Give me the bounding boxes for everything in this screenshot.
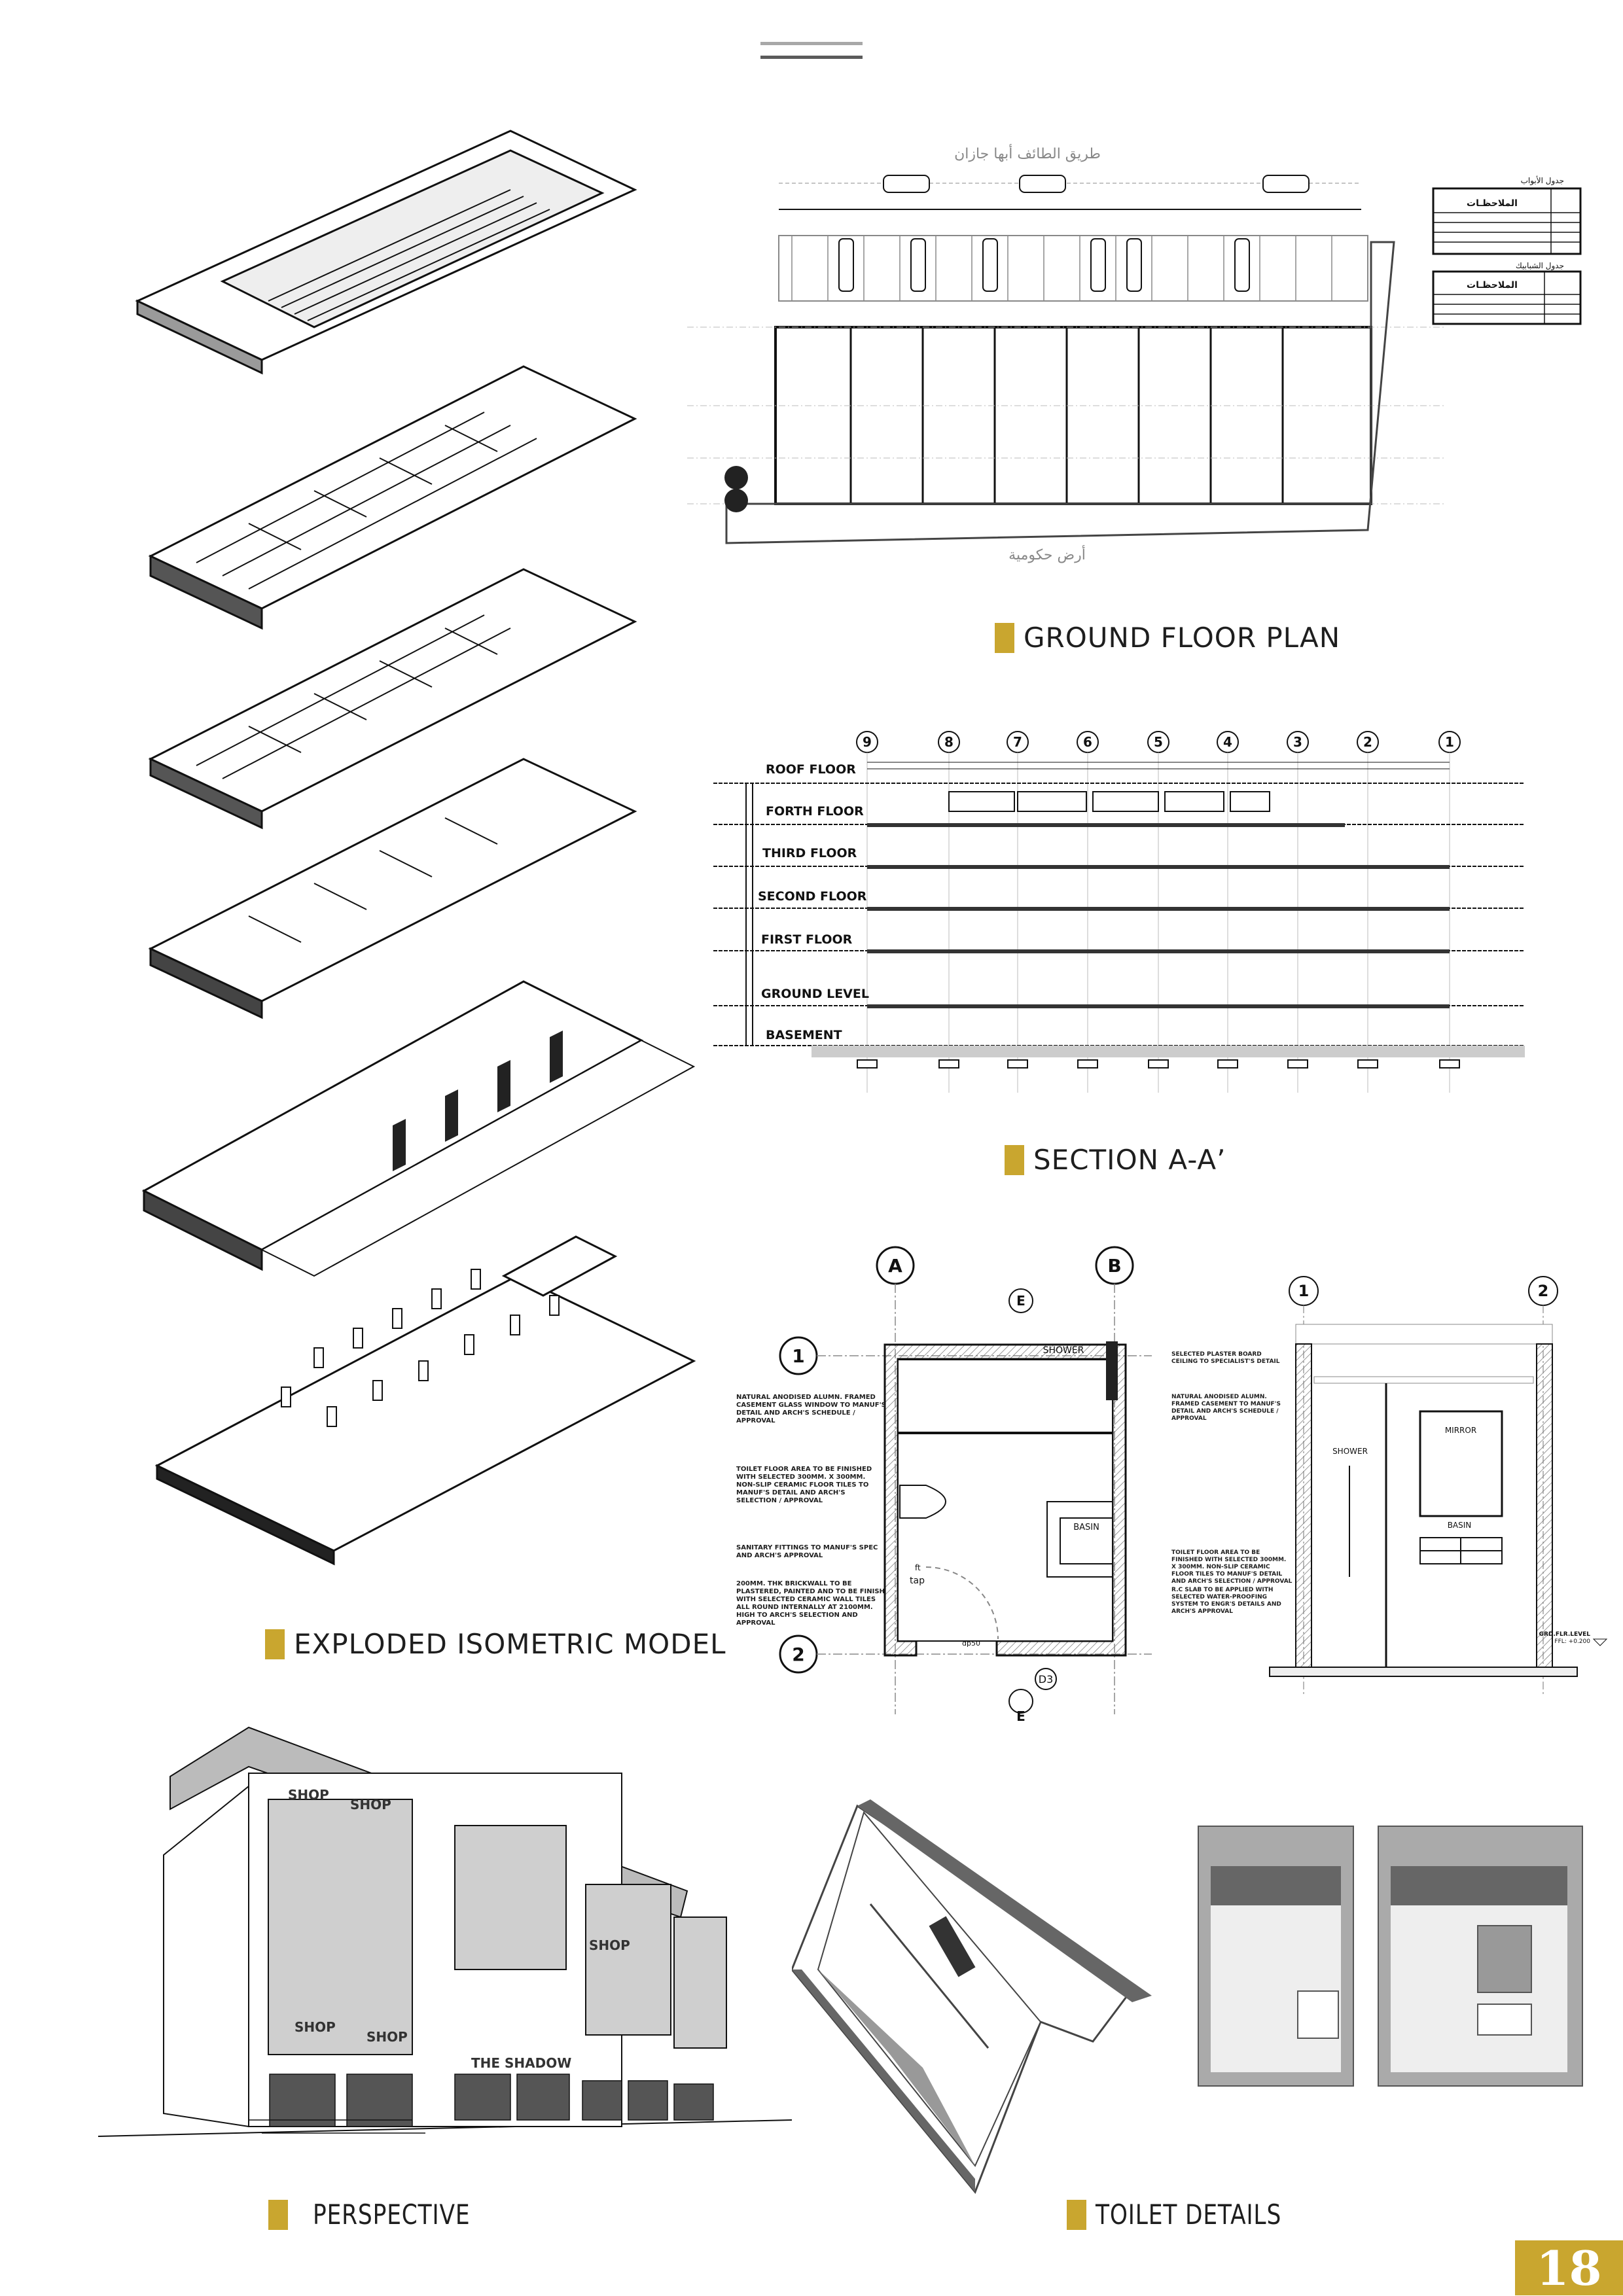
svg-text:جدول الشبابيك: جدول الشبابيك	[1516, 261, 1564, 271]
caption-toilet-details: TOILET DETAILS	[1067, 2199, 1323, 2231]
svg-text:MIRROR: MIRROR	[1445, 1426, 1476, 1435]
caption-text: PERSPECTIVE	[313, 2199, 471, 2231]
toilet-section-note-4: R.C SLAB TO BE APPLIED WITH SELECTED WAT…	[1171, 1587, 1281, 1615]
svg-text:SHOWER: SHOWER	[1043, 1345, 1084, 1356]
caption-swatch	[268, 2199, 288, 2230]
svg-text:8: 8	[944, 734, 954, 750]
sign-shop-5: SHOP	[589, 1937, 630, 1953]
caption-section: SECTION A-A’	[1005, 1144, 1226, 1176]
level-second: SECOND FLOOR	[758, 889, 867, 904]
svg-text:جدول الأبواب: جدول الأبواب	[1521, 175, 1564, 186]
svg-text:BASIN: BASIN	[1448, 1521, 1472, 1530]
toilet-elevation-2	[1378, 1826, 1583, 2087]
caption-swatch	[995, 622, 1014, 653]
toilet-plan-drawing: A B 1 2 E E D3 SHOWER BASIN tap ft dp50	[733, 1243, 1152, 1724]
toilet-section-note-1: SELECTED PLASTER BOARD CEILING TO SPECIA…	[1171, 1351, 1280, 1365]
svg-text:الملاحظـات: الملاحظـات	[1467, 280, 1518, 291]
caption-perspective: PERSPECTIVE	[268, 2199, 505, 2231]
toilet-section-note-2: NATURAL ANODISED ALUMN. FRAMED CASEMENT …	[1171, 1394, 1281, 1422]
svg-text:ft: ft	[915, 1563, 921, 1572]
level-basement: BASEMENT	[766, 1028, 842, 1042]
door-schedule-table: جدول الأبواب الملاحظـات	[1432, 175, 1582, 255]
sign-shop-2: SHOP	[350, 1797, 391, 1812]
page-number-badge: 18	[1515, 2240, 1623, 2296]
sign-the-shadow: THE SHADOW	[471, 2055, 571, 2071]
svg-text:1: 1	[792, 1345, 804, 1367]
section-aa-drawing: 9 8 7 6 5 4 3 2 1 ROOF FLOOR FORTH FLOOR…	[707, 720, 1531, 1099]
svg-text:B: B	[1107, 1255, 1121, 1277]
sign-shop-4: SHOP	[366, 2029, 408, 2045]
svg-text:E: E	[1016, 1708, 1026, 1721]
street-name-top: طريق الطائف أبها جازان	[954, 144, 1101, 162]
window-schedule-table: جدول الشبابيك الملاحظـات	[1432, 261, 1582, 325]
svg-text:BASIN: BASIN	[1073, 1523, 1099, 1532]
level-third: THIRD FLOOR	[762, 846, 857, 860]
svg-text:الملاحظـات: الملاحظـات	[1467, 198, 1518, 209]
caption-exploded-isometric: EXPLODED ISOMETRIC MODEL	[265, 1628, 726, 1660]
svg-text:SHOWER: SHOWER	[1332, 1447, 1368, 1456]
caption-text: GROUND FLOOR PLAN	[1024, 622, 1341, 654]
level-roof: ROOF FLOOR	[766, 762, 856, 777]
exploded-isometric-drawing	[118, 105, 720, 1610]
svg-text:3: 3	[1293, 734, 1302, 750]
svg-text:1: 1	[1298, 1282, 1310, 1300]
toilet-elevation-1	[1198, 1826, 1354, 2087]
svg-text:1: 1	[1445, 734, 1454, 750]
caption-text: EXPLODED ISOMETRIC MODEL	[294, 1628, 726, 1660]
svg-text:A: A	[888, 1255, 902, 1277]
section-grid-markers: 9 8 7 6 5 4 3 2 1	[856, 731, 1461, 753]
toilet-section-note-3: TOILET FLOOR AREA TO BE FINISHED WITH SE…	[1171, 1549, 1293, 1585]
caption-swatch	[265, 1629, 285, 1659]
svg-text:E: E	[1016, 1293, 1026, 1309]
svg-text:6: 6	[1083, 734, 1092, 750]
street-name-bottom: أرض حكومية	[1008, 545, 1086, 563]
svg-text:dp50: dp50	[962, 1639, 980, 1648]
caption-swatch	[1067, 2199, 1086, 2230]
svg-text:7: 7	[1013, 734, 1022, 750]
level-fourth: FORTH FLOOR	[766, 804, 864, 819]
svg-text:D3: D3	[1039, 1673, 1054, 1686]
sign-shop-3: SHOP	[294, 2019, 336, 2035]
toilet-isometric-cutaway	[791, 1773, 1185, 2199]
toilet-plan-note-4: 200MM. THK BRICKWALL TO BE PLASTERED, PA…	[736, 1580, 885, 1627]
caption-swatch	[1005, 1144, 1024, 1175]
perspective-drawing: SHOP SHOP SHOP SHOP THE SHADOW SHOP	[98, 1701, 793, 2146]
svg-text:FFL: +0.200: FFL: +0.200	[1554, 1638, 1590, 1645]
top-rule-dark	[760, 56, 863, 59]
svg-text:4: 4	[1223, 734, 1232, 750]
level-first: FIRST FLOOR	[761, 932, 853, 947]
caption-ground-floor-plan: GROUND FLOOR PLAN	[995, 622, 1340, 654]
sign-shop-1: SHOP	[288, 1787, 329, 1803]
svg-text:9: 9	[863, 734, 872, 750]
svg-text:GRD.FLR.LEVEL: GRD.FLR.LEVEL	[1539, 1631, 1591, 1638]
level-ground: GROUND LEVEL	[761, 987, 869, 1001]
caption-text: TOILET DETAILS	[1096, 2199, 1282, 2231]
toilet-section-drawing: 1 2 SHOWER MIRROR BASIN GRD.FLR.LEVEL FF…	[1165, 1269, 1623, 1695]
svg-text:2: 2	[792, 1644, 804, 1665]
caption-text: SECTION A-A’	[1033, 1144, 1226, 1176]
top-rule-light	[760, 42, 863, 45]
toilet-plan-note-3: SANITARY FITTINGS TO MANUF'S SPEC AND AR…	[736, 1544, 878, 1559]
svg-text:2: 2	[1538, 1282, 1549, 1300]
svg-text:tap: tap	[910, 1576, 925, 1586]
toilet-plan-note-2: TOILET FLOOR AREA TO BE FINISHED WITH SE…	[736, 1466, 872, 1504]
svg-text:2: 2	[1363, 734, 1372, 750]
ground-floor-plan-drawing: طريق الطائف أبها جازان أرض حكومية جدول ا…	[674, 131, 1584, 576]
toilet-plan-note-1: NATURAL ANODISED ALUMN. FRAMED CASEMENT …	[736, 1394, 886, 1424]
svg-text:5: 5	[1154, 734, 1163, 750]
